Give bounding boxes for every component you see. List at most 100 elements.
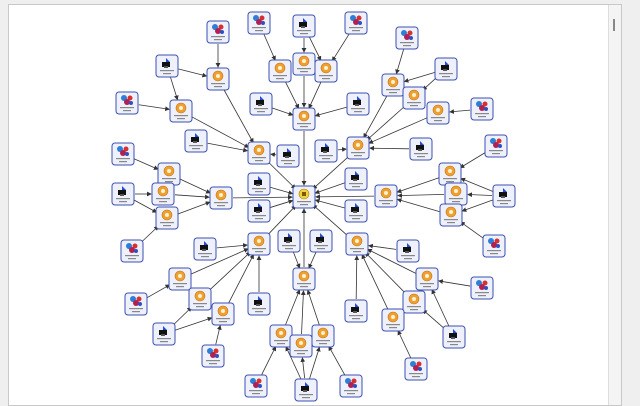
service-icon xyxy=(476,101,488,111)
printer-node[interactable] xyxy=(434,57,458,81)
hub-node[interactable] xyxy=(247,232,271,256)
service-icon xyxy=(401,30,413,40)
printer-icon xyxy=(200,241,208,251)
hub-node[interactable] xyxy=(381,308,405,332)
node-label xyxy=(386,324,400,326)
printer-node[interactable] xyxy=(396,239,420,263)
printer-node[interactable] xyxy=(111,182,135,206)
printer-node[interactable] xyxy=(247,199,271,223)
node-sublabel xyxy=(354,155,362,157)
node-label xyxy=(297,123,311,125)
node-label xyxy=(351,108,365,110)
edge-p24-a23 xyxy=(309,346,321,379)
hub-node[interactable] xyxy=(439,203,463,227)
hub-node[interactable] xyxy=(292,267,316,291)
printer-node[interactable] xyxy=(292,14,316,38)
printer-icon xyxy=(254,203,262,213)
printer-node[interactable] xyxy=(247,292,271,316)
printer-node[interactable] xyxy=(442,325,466,349)
hub-node[interactable] xyxy=(345,232,369,256)
service-node[interactable] xyxy=(339,374,363,398)
service-node[interactable] xyxy=(470,97,494,121)
hub-node[interactable] xyxy=(268,59,292,83)
hub-node[interactable] xyxy=(311,324,335,348)
hub-node[interactable] xyxy=(415,267,439,291)
printer-node[interactable] xyxy=(276,144,300,168)
node-label xyxy=(297,30,311,32)
hub-node[interactable] xyxy=(426,101,450,125)
edge-a11-H5 xyxy=(396,198,440,213)
hub-node[interactable] xyxy=(169,99,193,123)
printer-node[interactable] xyxy=(193,237,217,261)
service-node[interactable] xyxy=(484,134,508,158)
printer-node[interactable] xyxy=(277,229,301,253)
service-node[interactable] xyxy=(120,239,144,263)
printer-node[interactable] xyxy=(492,184,516,208)
service-node[interactable] xyxy=(124,292,148,316)
printer-node[interactable] xyxy=(344,199,368,223)
scrollbar-thumb[interactable] xyxy=(613,19,615,31)
service-node[interactable] xyxy=(470,276,494,300)
hub-node[interactable] xyxy=(209,186,233,210)
hub-node[interactable] xyxy=(168,267,192,291)
hub-node[interactable] xyxy=(247,141,271,165)
node-sublabel xyxy=(319,343,327,345)
diagram-canvas xyxy=(8,4,622,406)
hub-icon xyxy=(444,165,456,177)
hub-node[interactable] xyxy=(444,182,468,206)
service-node[interactable] xyxy=(404,357,428,381)
service-node[interactable] xyxy=(482,234,506,258)
printer-node[interactable] xyxy=(247,172,271,196)
hub-node[interactable] xyxy=(289,334,313,358)
hub-node[interactable] xyxy=(292,107,316,131)
printer-node[interactable] xyxy=(314,139,338,163)
printer-node[interactable] xyxy=(309,229,333,253)
service-node[interactable] xyxy=(247,11,271,35)
node-label xyxy=(319,155,333,157)
hub-node[interactable] xyxy=(155,206,179,230)
printer-node[interactable] xyxy=(294,378,318,402)
hub-node[interactable] xyxy=(346,136,370,160)
hub-node[interactable] xyxy=(314,59,338,83)
hub-node[interactable] xyxy=(269,324,293,348)
edge-H6-C xyxy=(267,205,297,236)
printer-icon xyxy=(316,233,324,243)
node-label xyxy=(351,152,365,154)
service-node[interactable] xyxy=(201,344,225,368)
hub-node[interactable] xyxy=(188,287,212,311)
hub-node[interactable] xyxy=(402,290,426,314)
printer-node[interactable] xyxy=(155,54,179,78)
hub-node[interactable] xyxy=(402,86,426,110)
printer-node[interactable] xyxy=(344,167,368,191)
hub-node[interactable] xyxy=(381,73,405,97)
service-node[interactable] xyxy=(115,91,139,115)
printer-node[interactable] xyxy=(409,137,433,161)
hub-node[interactable] xyxy=(374,184,398,208)
service-node[interactable] xyxy=(206,20,230,44)
hub-node[interactable] xyxy=(151,182,175,206)
hub-node[interactable] xyxy=(292,52,316,76)
node-label xyxy=(475,113,489,115)
service-icon xyxy=(350,15,362,25)
printer-node[interactable] xyxy=(184,129,208,153)
printer-node[interactable] xyxy=(152,322,176,346)
hub-node[interactable] xyxy=(206,67,230,91)
printer-node[interactable] xyxy=(346,92,370,116)
hub-node[interactable] xyxy=(438,162,462,186)
vertical-scrollbar[interactable] xyxy=(608,5,621,405)
center-node[interactable] xyxy=(292,185,316,209)
node-label xyxy=(252,215,266,217)
hub-node[interactable] xyxy=(157,162,181,186)
printer-node[interactable] xyxy=(249,92,273,116)
hub-icon xyxy=(161,209,173,221)
printer-icon xyxy=(301,382,309,392)
service-node[interactable] xyxy=(111,142,135,166)
service-node[interactable] xyxy=(344,11,368,35)
edge-p17-H8 xyxy=(308,251,317,269)
node-sublabel xyxy=(352,30,360,32)
service-node[interactable] xyxy=(244,374,268,398)
service-node[interactable] xyxy=(395,26,419,50)
hub-node[interactable] xyxy=(211,302,235,326)
printer-node[interactable] xyxy=(344,299,368,323)
node-sublabel xyxy=(352,186,360,188)
